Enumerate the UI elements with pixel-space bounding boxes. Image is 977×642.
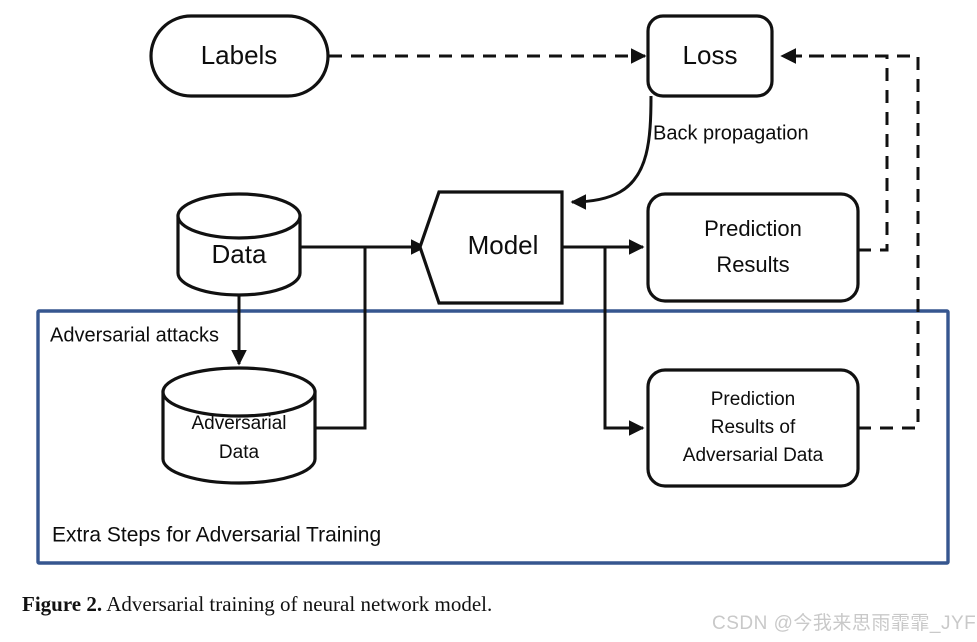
- node-model-text: Model: [468, 230, 539, 260]
- node-prediction-results-adv-line1: Prediction: [711, 389, 796, 410]
- node-adversarial-data-line2: Data: [219, 442, 260, 463]
- node-labels-text: Labels: [201, 40, 278, 70]
- node-adversarial-data-line1: Adversarial: [191, 413, 286, 434]
- node-prediction-results-adv-line3: Adversarial Data: [683, 445, 824, 466]
- node-data[interactable]: Data: [176, 192, 302, 297]
- figure-caption: Figure 2. Adversarial training of neural…: [22, 592, 492, 617]
- figure-caption-text: Adversarial training of neural network m…: [106, 592, 493, 616]
- node-prediction-results-line2: Results: [716, 252, 789, 277]
- csdn-watermark: CSDN @今我来思雨霏霏_JYF: [712, 613, 977, 634]
- edge-model-to-adv-prediction-results: [603, 247, 645, 436]
- node-prediction-results[interactable]: Prediction Results: [646, 192, 860, 303]
- node-prediction-results-line1: Prediction: [704, 216, 802, 241]
- node-loss-text: Loss: [683, 40, 738, 70]
- adversarial-training-group-box: [36, 309, 950, 565]
- edge-adv-prediction-results-to-loss: [780, 48, 920, 430]
- figure-caption-row: Figure 2. Adversarial training of neural…: [0, 582, 977, 642]
- group-title: Extra Steps for Adversarial Training: [52, 524, 381, 547]
- flow-diagram: Labels Loss Back propagation Data Model …: [36, 14, 950, 565]
- node-model[interactable]: Model: [418, 190, 564, 305]
- node-labels[interactable]: Labels: [149, 14, 330, 98]
- edge-label-back-propagation: Back propagation: [653, 122, 809, 144]
- edge-label-adversarial-attacks: Adversarial attacks: [50, 324, 219, 346]
- figure-number: Figure 2.: [22, 592, 103, 616]
- node-prediction-results-adversarial[interactable]: Prediction Results of Adversarial Data: [646, 368, 860, 488]
- node-prediction-results-adv-line2: Results of: [711, 417, 796, 438]
- node-adversarial-data[interactable]: Adversarial Data: [161, 366, 317, 485]
- node-loss[interactable]: Loss: [646, 14, 774, 98]
- node-data-text: Data: [212, 239, 267, 269]
- edge-back-propagation: [570, 95, 653, 210]
- edge-adversarial-data-to-model: [315, 247, 367, 430]
